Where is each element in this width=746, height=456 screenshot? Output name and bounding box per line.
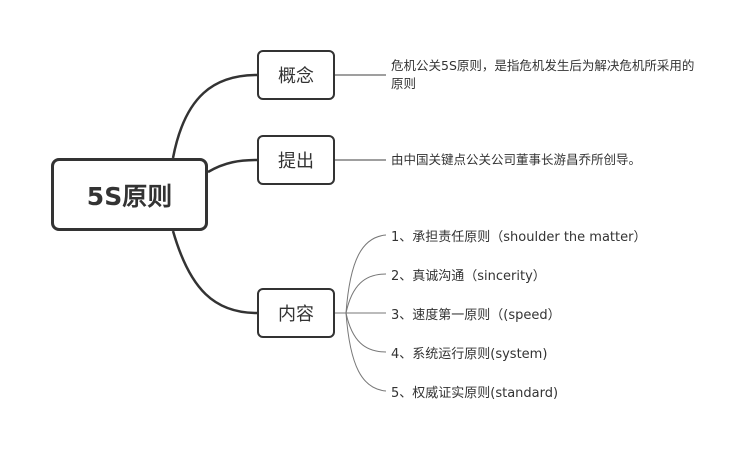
connector-item-5 — [345, 312, 387, 392]
content-item-4[interactable]: 4、系统运行原则(system) — [391, 347, 548, 362]
connector-item-2 — [345, 273, 387, 314]
branch-label: 提出 — [278, 151, 314, 172]
branch-node-proposal[interactable]: 提出 — [257, 135, 335, 185]
connector-root-concept — [171, 73, 258, 159]
content-item-5[interactable]: 5、权威证实原则(standard) — [391, 386, 559, 401]
leaf-proposal-text[interactable]: 由中国关键点公关公司董事长游昌乔所创导。 — [391, 152, 642, 167]
branch-node-concept[interactable]: 概念 — [257, 50, 335, 100]
branch-label: 内容 — [278, 304, 314, 325]
content-item-2[interactable]: 2、真诚沟通（sincerity） — [391, 269, 546, 284]
branch-label: 概念 — [278, 66, 314, 87]
root-label: 5S原则 — [86, 181, 173, 211]
connector-root-content — [171, 230, 258, 315]
connector-item-1 — [345, 234, 387, 314]
connector-item-4 — [345, 312, 387, 353]
leaf-concept-text[interactable]: 危机公关5S原则，是指危机发生后为解决危机所采用的原则 — [391, 58, 695, 91]
connector-root-proposal — [207, 158, 258, 174]
root-node[interactable]: 5S原则 — [51, 158, 208, 231]
branch-node-content[interactable]: 内容 — [257, 288, 335, 338]
content-item-3[interactable]: 3、速度第一原则（(speed） — [391, 308, 561, 323]
content-item-1[interactable]: 1、承担责任原则（shoulder the matter） — [391, 230, 647, 245]
